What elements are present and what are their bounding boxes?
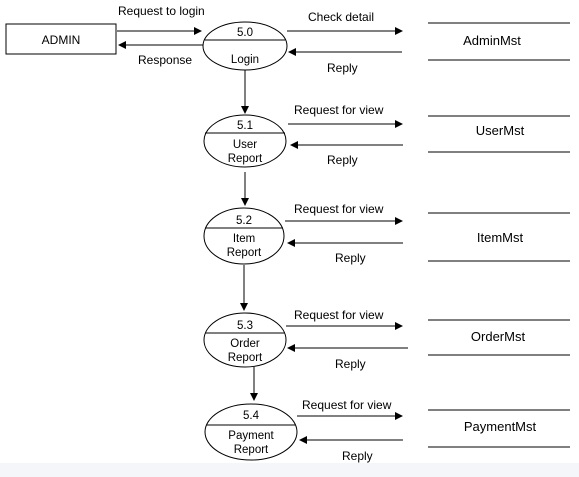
process-id: 5.3 <box>237 320 253 332</box>
admin-entity-label: ADMIN <box>42 33 81 47</box>
order-reply-label: Reply <box>335 357 366 371</box>
process-5-4: 5.4 Payment Report <box>204 403 298 461</box>
process-name-line2: Report <box>228 153 263 165</box>
process-id: 5.4 <box>243 410 260 422</box>
item-request-label: Request for view <box>294 202 384 216</box>
login-response-label: Response <box>138 53 192 67</box>
bottom-band <box>0 463 579 477</box>
admin-reply-label: Reply <box>327 61 358 75</box>
store-label: OrderMst <box>471 329 526 344</box>
process-5-2: 5.2 Item Report <box>203 207 285 265</box>
item-reply-label: Reply <box>335 251 366 265</box>
admin-entity: ADMIN <box>5 23 117 55</box>
store-usermst: UserMst <box>428 115 570 153</box>
process-5-0: 5.0 Login <box>202 21 288 71</box>
process-name-line2: Report <box>227 247 262 259</box>
process-name-line2: Report <box>234 444 269 456</box>
login-request-label: Request to login <box>118 4 205 18</box>
store-paymentmst: PaymentMst <box>428 409 570 448</box>
store-itemmst: ItemMst <box>428 212 570 262</box>
payment-reply-label: Reply <box>342 449 373 463</box>
store-ordermst: OrderMst <box>428 319 570 356</box>
process-id: 5.2 <box>236 215 252 227</box>
store-label: PaymentMst <box>464 419 537 434</box>
store-label: AdminMst <box>463 33 521 48</box>
store-label: UserMst <box>476 123 525 138</box>
user-request-label: Request for view <box>294 103 384 117</box>
check-detail-label: Check detail <box>308 10 374 24</box>
process-name-line2: Report <box>228 352 263 364</box>
process-id: 5.1 <box>237 120 253 132</box>
process-name: Login <box>231 54 259 66</box>
payment-request-label: Request for view <box>302 398 392 412</box>
process-name-line1: Item <box>233 233 255 245</box>
store-adminmst: AdminMst <box>428 22 570 61</box>
process-5-1: 5.1 User Report <box>203 114 287 168</box>
process-name-line1: Order <box>230 338 260 350</box>
order-request-label: Request for view <box>294 308 384 322</box>
process-name-line1: Payment <box>228 430 274 442</box>
process-5-3: 5.3 Order Report <box>203 312 287 368</box>
process-name-line1: User <box>233 139 257 151</box>
store-label: ItemMst <box>477 230 524 245</box>
process-id: 5.0 <box>237 27 253 39</box>
user-reply-label: Reply <box>327 153 358 167</box>
